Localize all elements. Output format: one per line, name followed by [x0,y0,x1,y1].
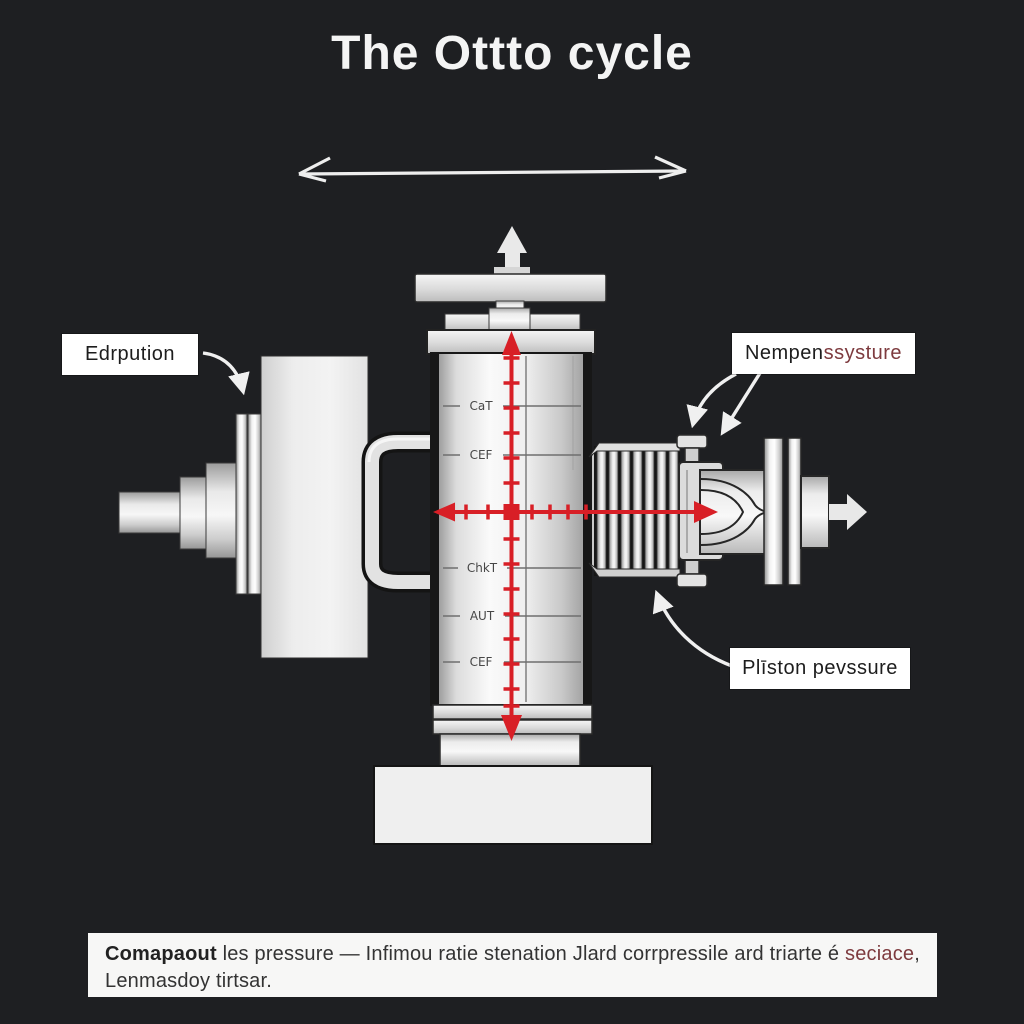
caption-accent: seciace [845,943,915,965]
flywheel [260,355,369,659]
scale-label-5: CEF [470,655,493,669]
cylinder-scale-rows [443,405,581,663]
pliston-arrow [652,589,733,668]
red-arrowhead-right [694,501,718,523]
fin-bottom-cap [588,562,681,578]
caption-tail: , [914,943,920,965]
red-arrowhead-down [501,715,522,741]
nempen-arrow-1 [686,372,737,429]
page-title: The Ottto cycle [331,27,693,80]
shaft-step-1 [179,476,209,550]
callout-edrpution-label: Edrpution [84,343,176,365]
nempen-arrow-2 [720,372,762,436]
flywheel-ring-1 [235,413,248,595]
caption-line2: Lenmasdoy tirtsar. [105,970,273,992]
callout-pliston-label: Plīston pevssure [742,657,898,679]
head-cap-center [488,307,531,332]
output-arrow-icon [829,494,867,530]
callout-ssysture-label: ssysture [823,342,903,364]
edrpution-arrow [202,351,250,396]
scale-label-3: ChkT [467,561,498,575]
shaft [118,491,183,534]
crosshair-center [503,504,520,520]
yoke-bracket [361,431,434,593]
red-arrowhead-up [502,331,521,355]
callout-edrpution: Edrpution [62,334,198,375]
flywheel-ring-2 [247,413,262,595]
caption-bar: Comapaout les pressure — Infimou ratie s… [88,933,937,997]
callout-nempen-ssysture: Nempen ssysture [732,333,915,374]
scale-label-2: CEF [470,448,493,462]
shaft-step-2 [205,462,238,559]
cylinder-scale-labels: CaT CEF ChkT AUT CEF [467,399,498,669]
valve-cap-plate [494,267,530,274]
bottom-block [439,733,581,767]
output-flange-ring-2 [787,437,802,586]
output-shaft [800,475,830,549]
caption-body: les pressure — Infimou ratie stenation J… [216,943,845,965]
callout-arrows [202,351,762,668]
scale-label-4: AUT [470,609,495,623]
top-flange [414,273,607,303]
span-dimension-arrow-icon [298,155,687,183]
crosshair-ruler [433,331,718,741]
exhaust-arrow-shaft [505,251,520,270]
output-flange-ring-1 [763,437,784,586]
callout-nempen-label: Nempen [744,342,824,364]
crankshaft-assembly [118,355,369,659]
caption-lead: Comapaout [105,943,217,965]
base-plate [373,765,653,845]
bolt-bottom-cap [676,573,708,588]
crosshair-vertical-ticks [503,356,520,708]
exhaust-arrow-icon [497,226,527,253]
callout-pliston-pevssure: Plīston pevssure [730,648,910,689]
red-arrowhead-left [433,502,455,522]
base-assembly [373,704,653,845]
bolt-top-cap [676,434,708,449]
crosshair-horizontal-ticks [464,504,588,520]
scale-label-1: CaT [469,399,493,413]
right-output-assembly [588,434,867,588]
